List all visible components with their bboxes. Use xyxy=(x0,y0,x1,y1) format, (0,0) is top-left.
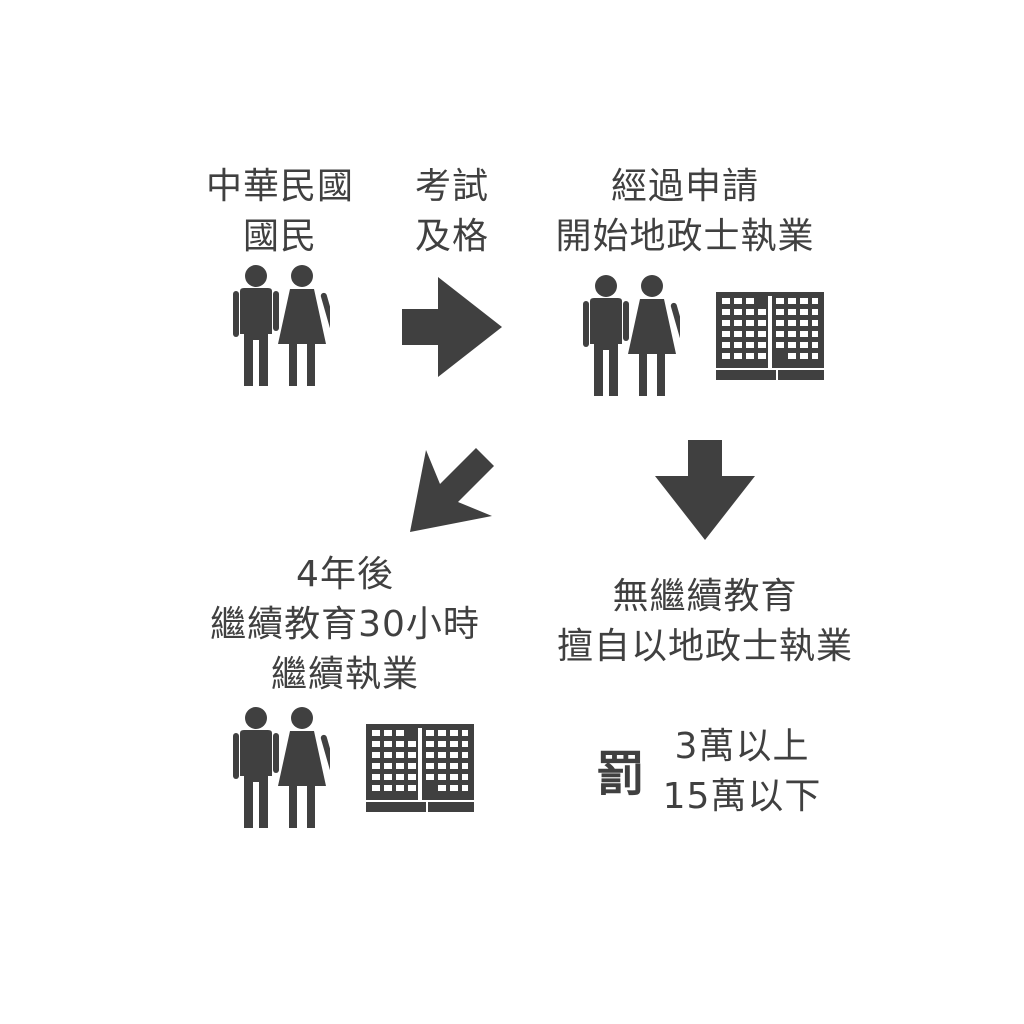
step-citizen-label: 中華民國 國民 xyxy=(200,162,360,262)
arrow-down-left-icon xyxy=(410,448,494,532)
penalty-line1: 3萬以上 xyxy=(674,726,810,767)
arrow-down-icon xyxy=(655,440,755,540)
step-continue-line3: 繼續執業 xyxy=(270,654,419,695)
arrow-right-icon xyxy=(402,277,502,377)
penalty-amount-label: 3萬以上 15萬以下 xyxy=(652,722,832,822)
couple-icon xyxy=(230,264,330,388)
couple-icon xyxy=(230,706,330,830)
step-continue-line2: 繼續教育30小時 xyxy=(210,604,480,645)
step-exam-line2: 及格 xyxy=(414,216,489,257)
step-continue-line1: 4年後 xyxy=(296,554,394,595)
step-noeducation-line2: 擅自以地政士執業 xyxy=(556,626,853,667)
step-citizen-line2: 國民 xyxy=(242,216,317,257)
step-apply-line1: 經過申請 xyxy=(610,166,759,207)
penalty-icon: 罰 xyxy=(596,746,646,802)
step-citizen-line1: 中華民國 xyxy=(205,166,354,207)
office-building-icon xyxy=(716,292,824,380)
step-noeducation-line1: 無繼續教育 xyxy=(612,576,798,617)
step-exam-label: 考試 及格 xyxy=(392,162,512,262)
step-exam-line1: 考試 xyxy=(414,166,489,207)
couple-icon xyxy=(580,274,680,398)
step-noeducation-label: 無繼續教育 擅自以地政士執業 xyxy=(535,572,875,672)
step-apply-label: 經過申請 開始地政士執業 xyxy=(530,162,840,262)
penalty-line2: 15萬以下 xyxy=(662,776,822,817)
step-apply-line2: 開始地政士執業 xyxy=(555,216,815,257)
step-continue-label: 4年後 繼續教育30小時 繼續執業 xyxy=(195,550,495,700)
office-building-icon xyxy=(366,724,474,812)
